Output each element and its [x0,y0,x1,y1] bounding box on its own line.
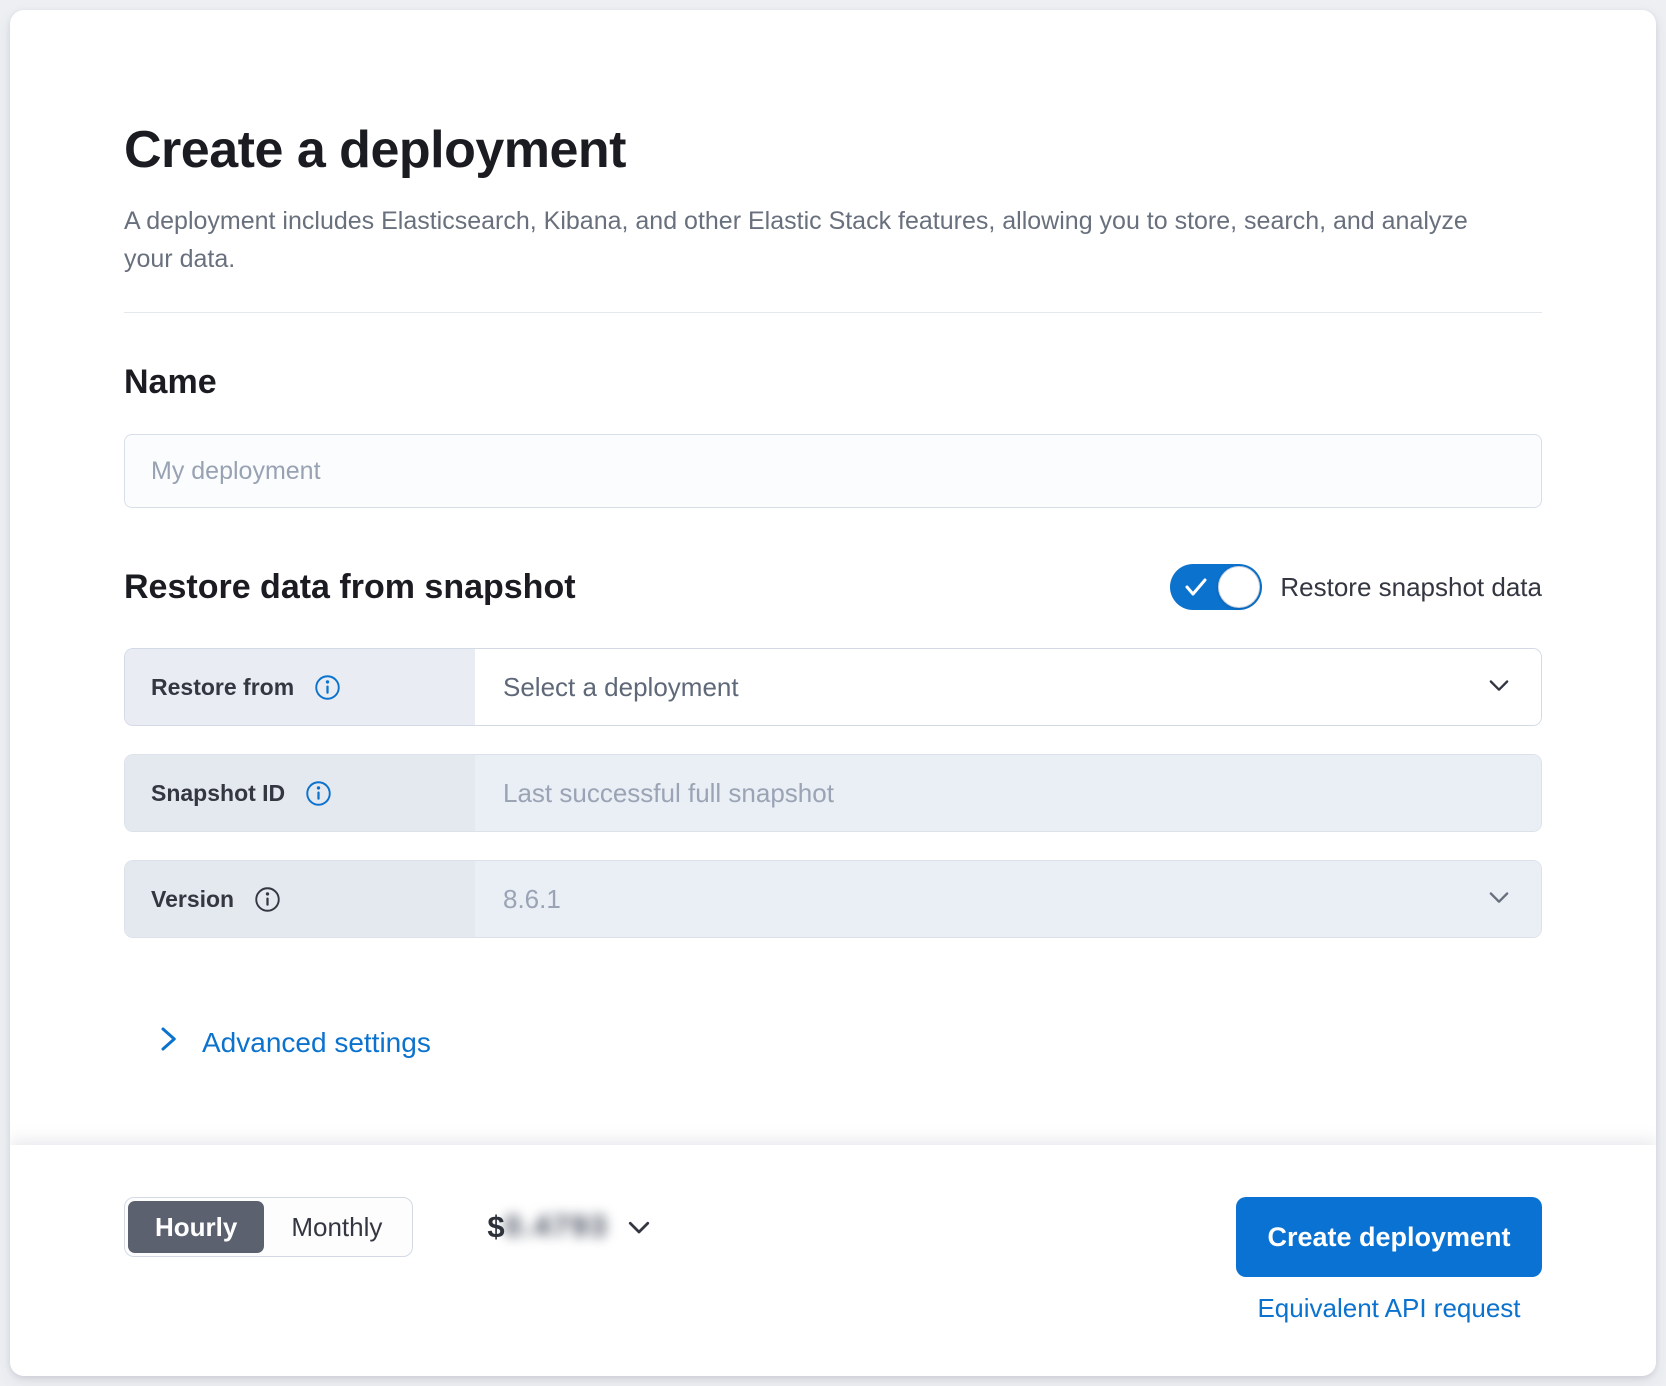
restore-from-prepend: Restore from [125,649,475,725]
version-prepend: Version [125,861,475,937]
restore-toggle-label: Restore snapshot data [1280,571,1542,602]
price-chevron-down-icon[interactable] [624,1212,654,1242]
snapshot-id-input [503,777,1513,809]
bottom-bar: Hourly Monthly $ 0.4793 Create deploymen… [10,1145,1656,1376]
billing-period-toggle: Hourly Monthly [124,1197,414,1257]
restore-section-header: Restore data from snapshot Restore snaps… [124,564,1542,610]
deployment-name-input[interactable] [124,434,1542,508]
restore-from-label: Restore from [151,673,295,700]
advanced-settings-link[interactable]: Advanced settings [156,1024,431,1061]
snapshot-id-prepend: Snapshot ID [125,755,475,831]
restore-heading: Restore data from snapshot [124,567,576,606]
main-content: Create a deployment A deployment include… [10,10,1656,1061]
price-display: $ 0.4793 [487,1209,654,1245]
info-icon[interactable] [305,780,332,807]
snapshot-id-label: Snapshot ID [151,779,286,806]
chevron-down-icon [1485,883,1513,916]
restore-toggle-group: Restore snapshot data [1170,564,1542,610]
monthly-button[interactable]: Monthly [264,1201,409,1253]
version-select: 8.6.1 [475,861,1541,937]
restore-from-value: Select a deployment [503,671,739,702]
version-label: Version [151,885,235,912]
restore-from-select[interactable]: Select a deployment [475,649,1541,725]
snapshot-id-row: Snapshot ID [124,754,1542,832]
info-icon[interactable] [254,886,281,913]
create-deployment-button[interactable]: Create deployment [1236,1197,1542,1277]
version-row: Version 8.6.1 [124,860,1542,938]
restore-from-row: Restore from Select a deployment [124,648,1542,726]
billing-and-price: Hourly Monthly $ 0.4793 [124,1197,654,1257]
restore-snapshot-toggle[interactable] [1170,564,1263,610]
equivalent-api-request-link[interactable]: Equivalent API request [1257,1293,1521,1323]
page-subtitle: A deployment includes Elasticsearch, Kib… [124,207,1468,273]
advanced-settings-label: Advanced settings [202,1026,431,1058]
chevron-right-icon [156,1024,180,1061]
create-deployment-panel: Create a deployment A deployment include… [10,10,1656,1376]
toggle-knob [1218,566,1261,608]
name-heading: Name [124,363,217,401]
divider [124,312,1542,313]
price-amount: 0.4793 [504,1210,609,1243]
snapshot-id-field [475,755,1541,831]
version-value: 8.6.1 [503,883,561,914]
check-icon [1183,575,1209,604]
submit-area: Create deployment Equivalent API request [1236,1197,1542,1324]
info-icon[interactable] [314,674,341,701]
page-title: Create a deployment [124,121,627,179]
price-currency: $ [487,1209,505,1244]
chevron-down-icon [1485,671,1513,704]
hourly-button[interactable]: Hourly [128,1201,265,1253]
